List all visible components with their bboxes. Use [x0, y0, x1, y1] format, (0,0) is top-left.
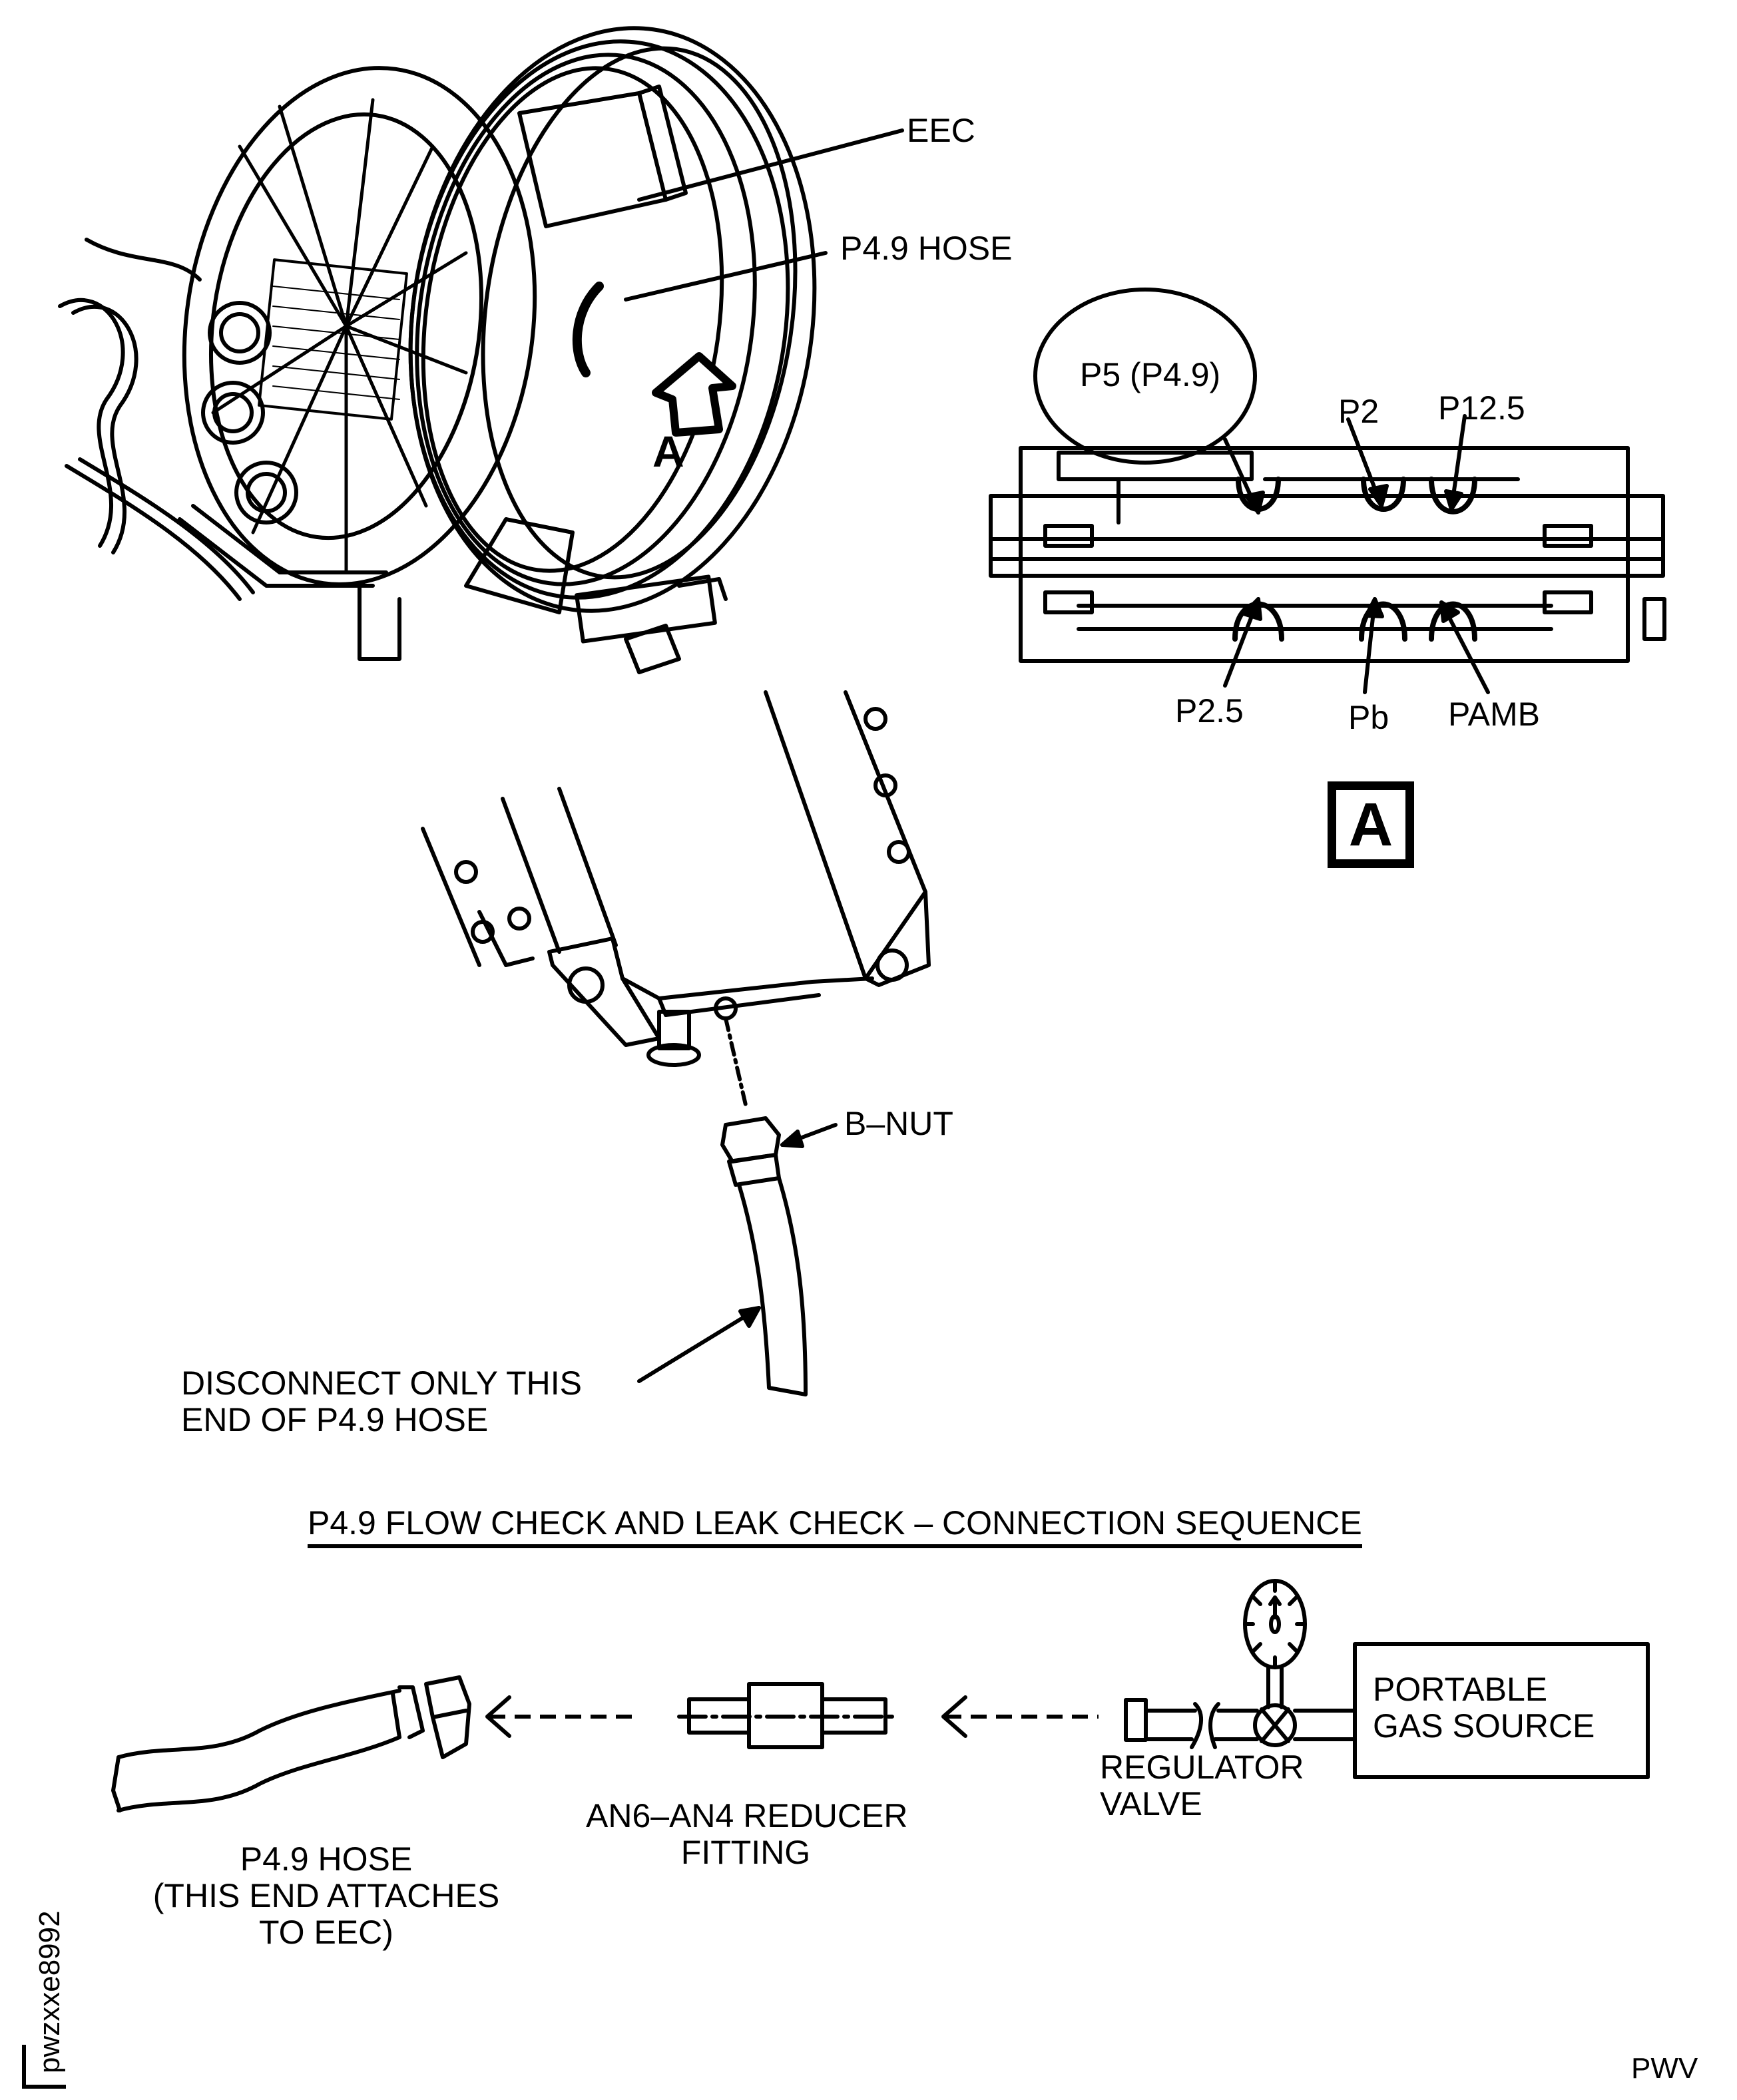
- port-label-p2: P2: [1338, 393, 1379, 430]
- p49-hose-label: P4.9 HOSE: [840, 230, 1013, 267]
- regulator-label-line1: REGULATOR: [1100, 1749, 1304, 1786]
- view-a-arrow-label: A: [652, 427, 684, 476]
- eec-leader-line: [637, 128, 904, 202]
- port-label-p5: P5 (P4.9): [1080, 356, 1221, 393]
- pressure-gauge-icon: [1243, 1579, 1307, 1669]
- p49-hose-drawing: [111, 1675, 471, 1812]
- eec-bottom-illustration: [421, 690, 931, 1396]
- gas-source-label-line2: GAS SOURCE: [1373, 1707, 1595, 1745]
- reducer-fitting-drawing: [677, 1682, 901, 1749]
- engine-illustration: [58, 26, 817, 674]
- port-label-p12-5: P12.5: [1438, 389, 1525, 427]
- fitting-label-line2: FITTING: [680, 1834, 811, 1871]
- port-label-pamb: PAMB: [1448, 696, 1540, 733]
- port-label-p2-5: P2.5: [1175, 692, 1244, 730]
- regulator-label-line2: VALVE: [1100, 1785, 1202, 1822]
- p5-callout-circle: [1033, 288, 1257, 465]
- disconnect-note-line1: DISCONNECT ONLY THIS: [181, 1365, 582, 1402]
- eec-label: EEC: [907, 112, 975, 149]
- hose-label-line2: (THIS END ATTACHES: [152, 1877, 500, 1914]
- hose-label-line3: TO EEC): [259, 1914, 393, 1951]
- figure-title: P4.9 FLOW CHECK AND LEAK CHECK – CONNECT…: [308, 1504, 1362, 1548]
- view-a-arrow: [652, 352, 736, 437]
- gas-source-label-line1: PORTABLE: [1373, 1671, 1548, 1708]
- publisher-code: PWV: [1631, 2052, 1698, 2085]
- hose-label-line1: P4.9 HOSE: [240, 1840, 413, 1878]
- detail-a-illustration: [989, 288, 1666, 694]
- view-a-identifier: A: [1328, 781, 1414, 868]
- fitting-label-line1: AN6–AN4 REDUCER: [586, 1797, 908, 1834]
- b-nut-label: B–NUT: [844, 1105, 953, 1142]
- portable-gas-source-box: [1353, 1642, 1650, 1779]
- disconnect-note-line2: END OF P4.9 HOSE: [181, 1401, 489, 1438]
- connection-sequence-illustration: [111, 1579, 1650, 1812]
- figure-id: pwzxxe8992: [33, 1910, 66, 2073]
- regulator-valve-drawing: [1124, 1579, 1357, 1749]
- port-label-pb: Pb: [1348, 699, 1389, 736]
- p49-hose-leader-line: [624, 251, 828, 302]
